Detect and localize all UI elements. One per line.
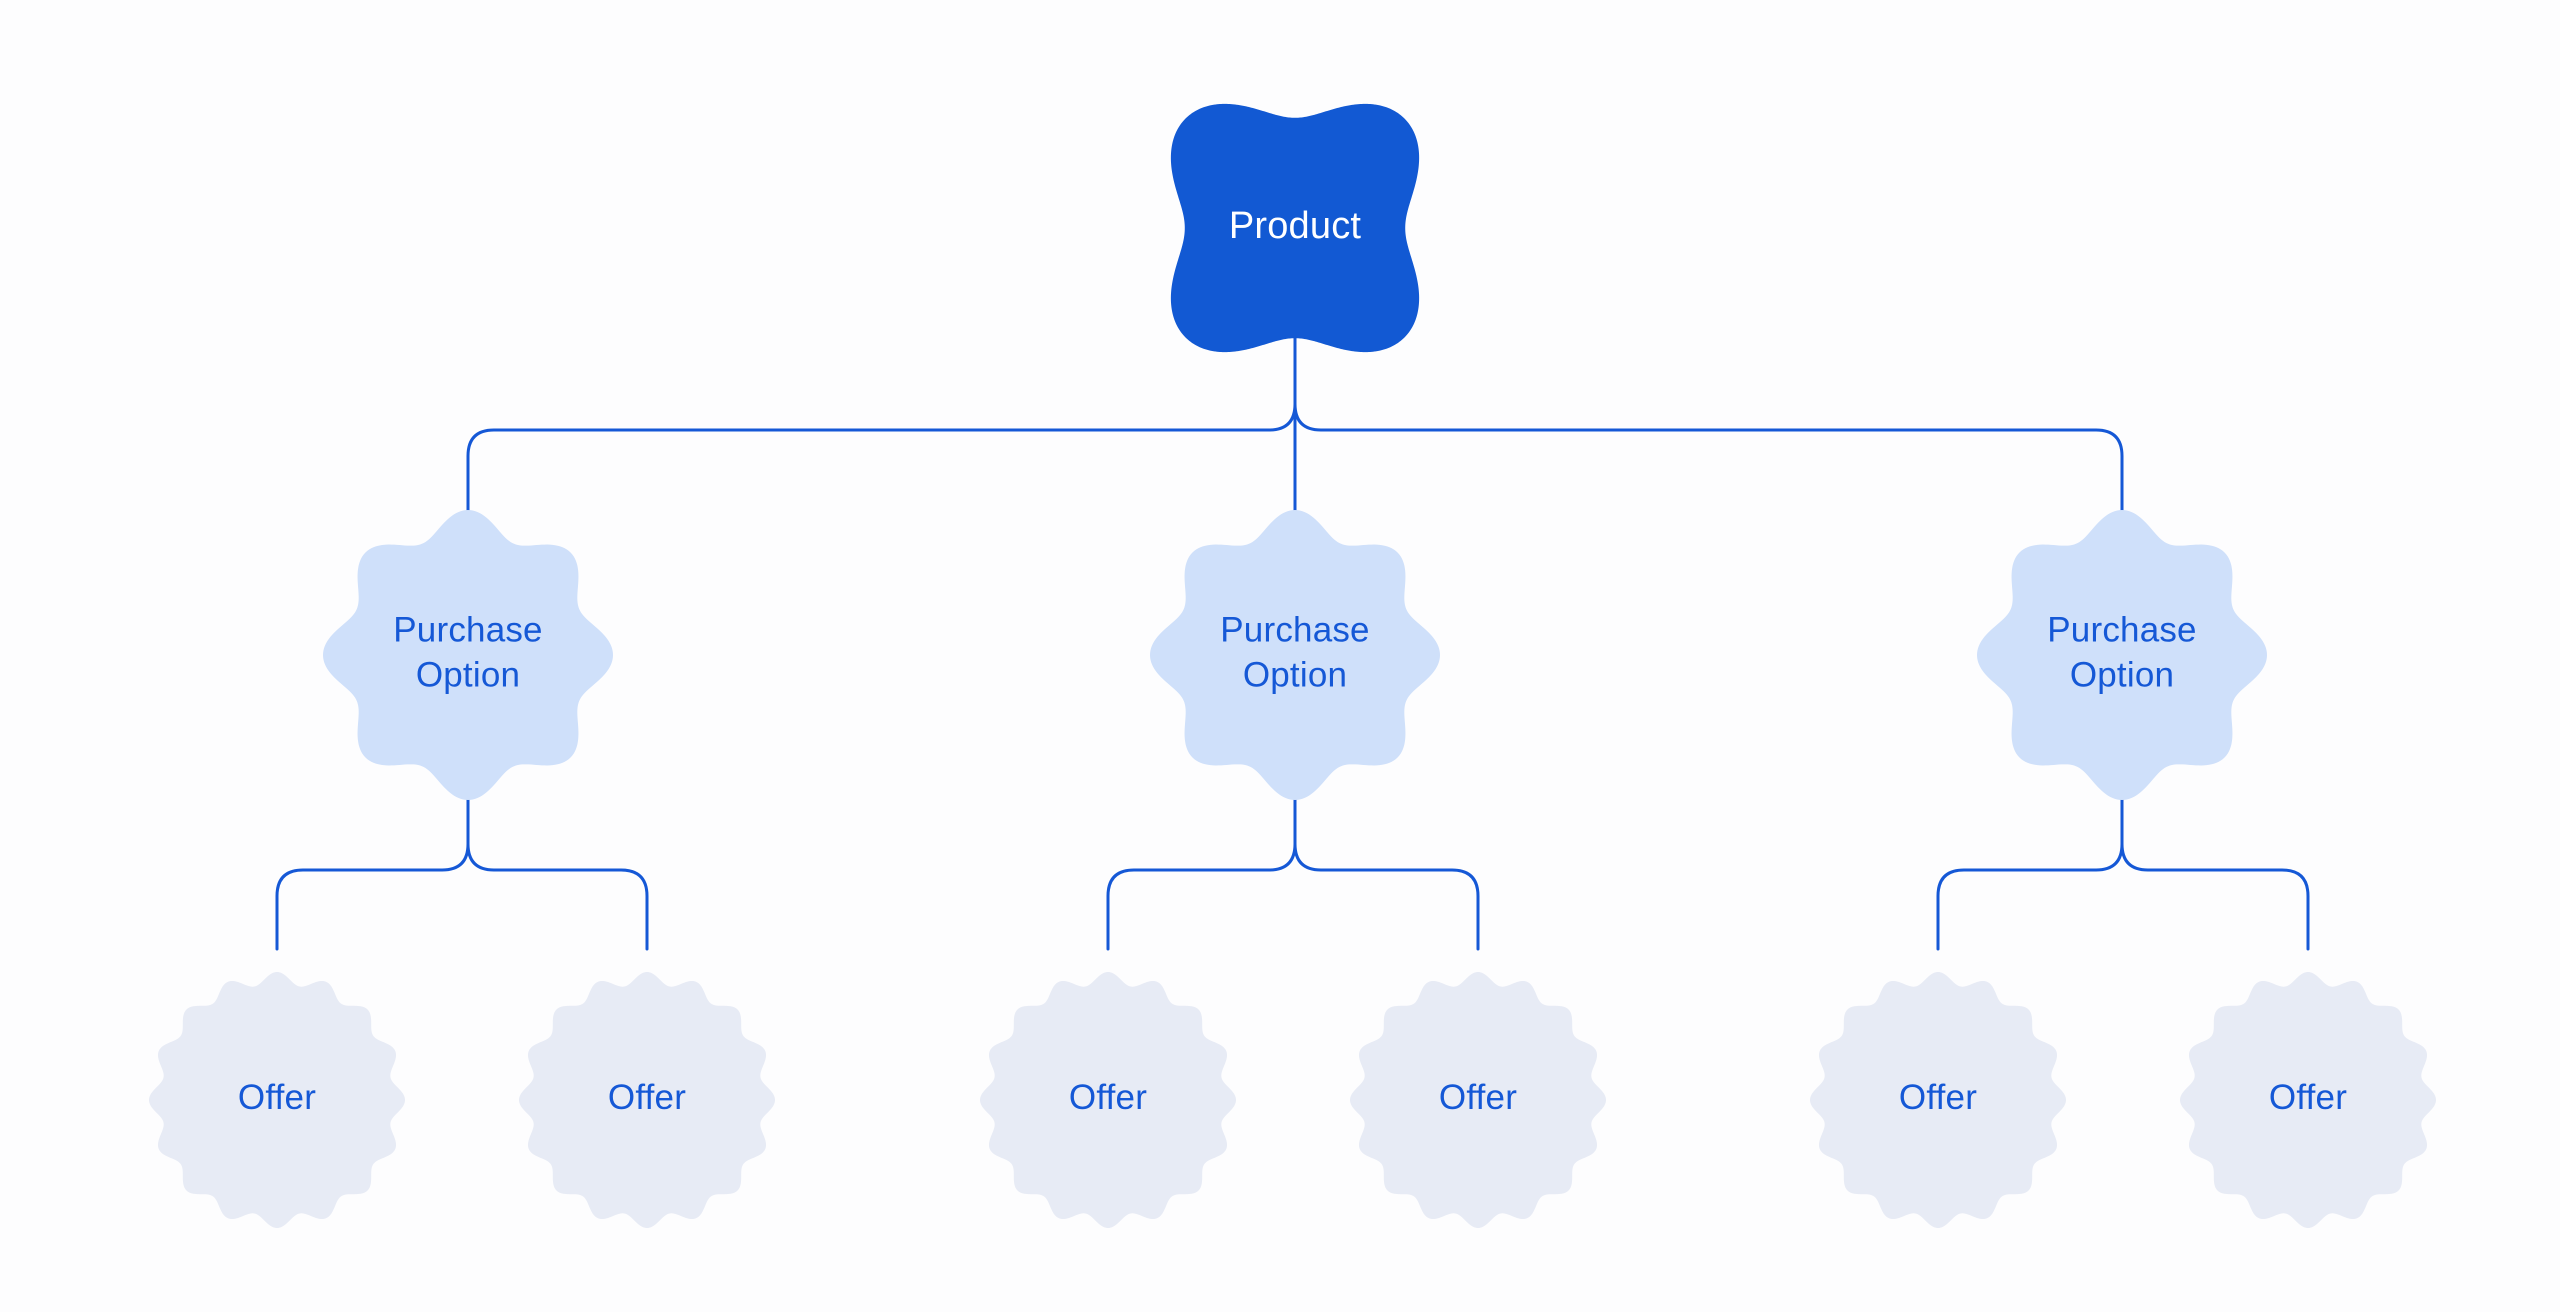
connector-product-to-purchase-option-1	[466, 326, 1297, 524]
node-offer-4[interactable]: Offer	[1350, 972, 1606, 1228]
node-purchase-option-3-label-line-2: Option	[2070, 656, 2174, 695]
node-offer-4-label-line-1: Offer	[1439, 1078, 1517, 1117]
node-offer-1[interactable]: Offer	[149, 972, 405, 1228]
node-offer-5-shape	[1810, 972, 2066, 1228]
node-offer-1-label: Offer	[238, 1078, 316, 1117]
node-offer-3-shape	[980, 972, 1236, 1228]
node-offer-2-shape	[519, 972, 775, 1228]
node-offer-2-label: Offer	[608, 1078, 686, 1117]
connector-purchase-option-2-to-offer-4	[1293, 786, 1480, 951]
node-offer-6-label: Offer	[2269, 1078, 2347, 1117]
node-purchase-option-3-shape	[1977, 510, 2267, 800]
node-offer-5[interactable]: Offer	[1810, 972, 2066, 1228]
node-product-label: Product	[1229, 205, 1362, 247]
node-product-label-line-1: Product	[1229, 205, 1362, 247]
node-offer-3-label: Offer	[1069, 1078, 1147, 1117]
node-offer-6[interactable]: Offer	[2180, 972, 2436, 1228]
node-offer-3[interactable]: Offer	[980, 972, 1236, 1228]
connector-purchase-option-1-to-offer-1	[275, 786, 470, 951]
node-offer-5-label-line-1: Offer	[1899, 1078, 1977, 1117]
node-offer-2[interactable]: Offer	[519, 972, 775, 1228]
node-offer-3-label-line-1: Offer	[1069, 1078, 1147, 1117]
connector-purchase-option-3-to-offer-5	[1936, 786, 2124, 951]
connector-layer	[275, 326, 2310, 951]
node-offer-4-shape	[1350, 972, 1606, 1228]
node-product-shape	[1170, 103, 1420, 353]
connector-purchase-option-1-to-offer-2	[466, 786, 649, 951]
node-offer-6-shape	[2180, 972, 2436, 1228]
node-purchase-option-2-label-line-1: Purchase	[1220, 611, 1369, 650]
node-purchase-option-3-label-line-1: Purchase	[2047, 611, 2196, 650]
node-offer-2-label-line-1: Offer	[608, 1078, 686, 1117]
node-offer-6-label-line-1: Offer	[2269, 1078, 2347, 1117]
connector-product-to-purchase-option-3	[1293, 326, 2124, 524]
node-offer-1-shape	[149, 972, 405, 1228]
node-purchase-option-2-shape	[1150, 510, 1440, 800]
connector-purchase-option-3-to-offer-6	[2120, 786, 2310, 951]
node-offer-5-label: Offer	[1899, 1078, 1977, 1117]
node-purchase-option-1-label-line-1: Purchase	[393, 611, 542, 650]
node-purchase-option-1-shape	[323, 510, 613, 800]
node-purchase-option-1-label-line-2: Option	[416, 656, 520, 695]
connector-purchase-option-2-to-offer-3	[1106, 786, 1297, 951]
node-purchase-option-2-label-line-2: Option	[1243, 656, 1347, 695]
node-offer-1-label-line-1: Offer	[238, 1078, 316, 1117]
node-product[interactable]: Product	[1170, 103, 1420, 353]
node-offer-4-label: Offer	[1439, 1078, 1517, 1117]
